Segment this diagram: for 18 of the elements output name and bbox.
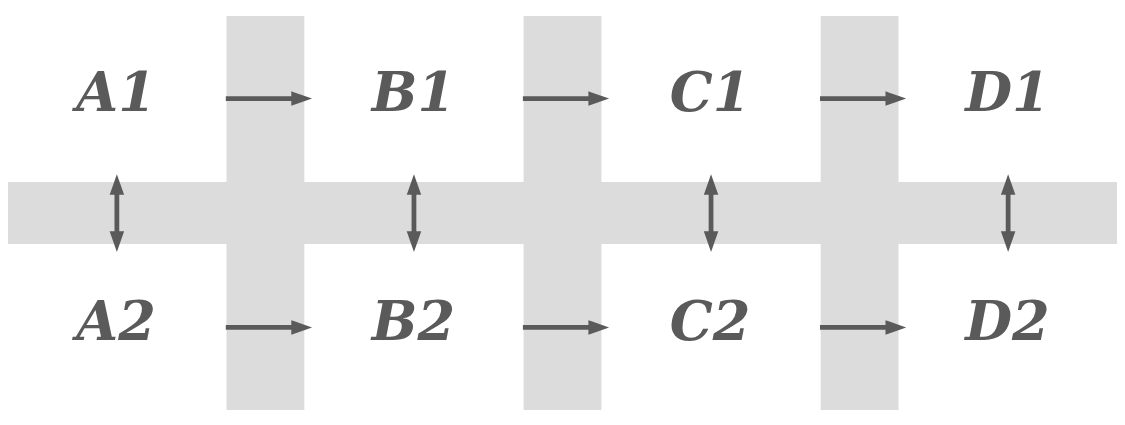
node-box: C2 (601, 243, 821, 410)
arrow (820, 90, 907, 106)
node-box: A2 (8, 243, 227, 410)
node-box: C1 (601, 15, 821, 182)
arrow (703, 173, 719, 252)
node-box: D1 (898, 15, 1117, 182)
arrow (1000, 173, 1016, 252)
arrow (406, 173, 422, 252)
node-box: D2 (898, 243, 1117, 410)
arrow (522, 319, 610, 335)
node-box: B2 (304, 243, 524, 410)
node-box: A1 (8, 15, 227, 182)
arrow (225, 90, 313, 106)
arrow (820, 319, 907, 335)
arrow (109, 173, 125, 252)
node-box: B1 (304, 15, 524, 182)
arrow (522, 90, 610, 106)
arrow (225, 319, 313, 335)
